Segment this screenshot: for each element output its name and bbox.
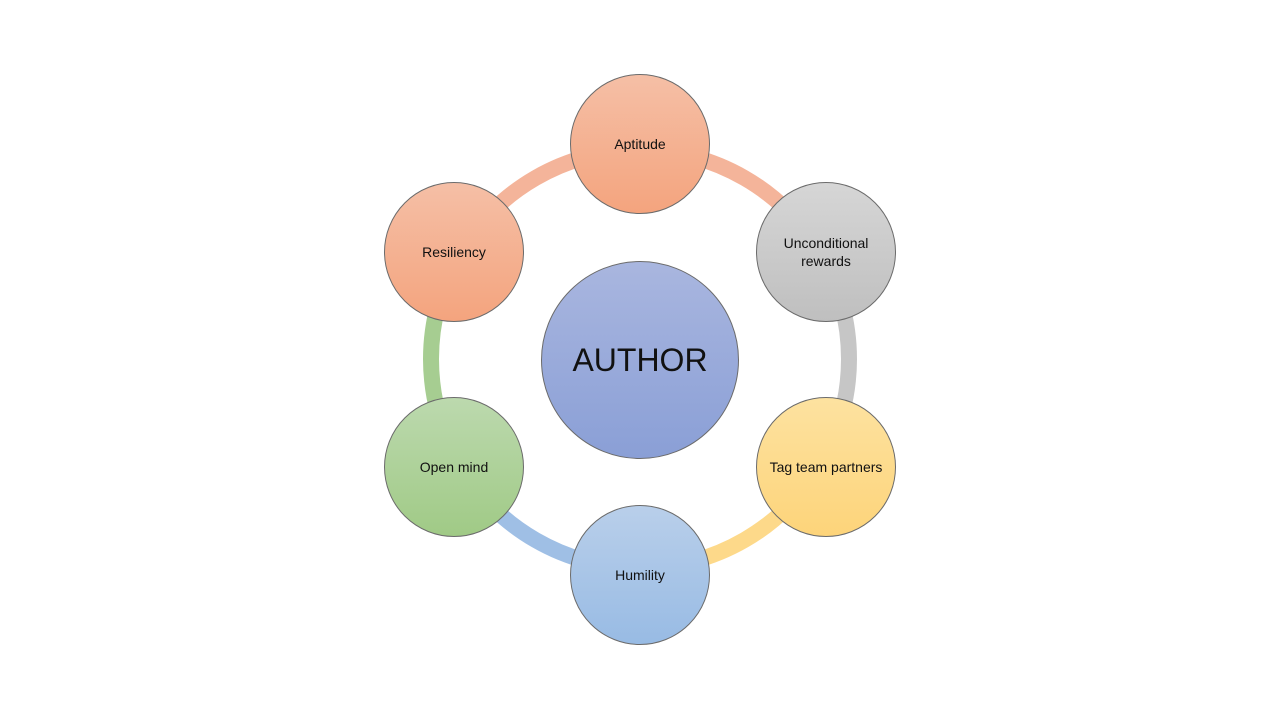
node-resiliency: Resiliency [384, 182, 524, 322]
node-open-mind: Open mind [384, 397, 524, 537]
node-tag-team-partners: Tag team partners [756, 397, 896, 537]
node-aptitude: Aptitude [570, 74, 710, 214]
node-label-humility: Humility [615, 567, 665, 583]
node-label-resiliency: Resiliency [422, 244, 486, 260]
node-label-aptitude: Aptitude [614, 136, 666, 152]
center-label: AUTHOR [572, 342, 708, 378]
node-humility: Humility [570, 505, 710, 645]
node-label-unconditional-rewards: Unconditional rewards [783, 235, 869, 269]
node-unconditional-rewards: Unconditional rewards [756, 182, 896, 322]
node-label-tag-team-partners: Tag team partners [769, 459, 883, 475]
node-label-open-mind: Open mind [419, 459, 489, 475]
center-node-author: AUTHOR [541, 261, 739, 459]
